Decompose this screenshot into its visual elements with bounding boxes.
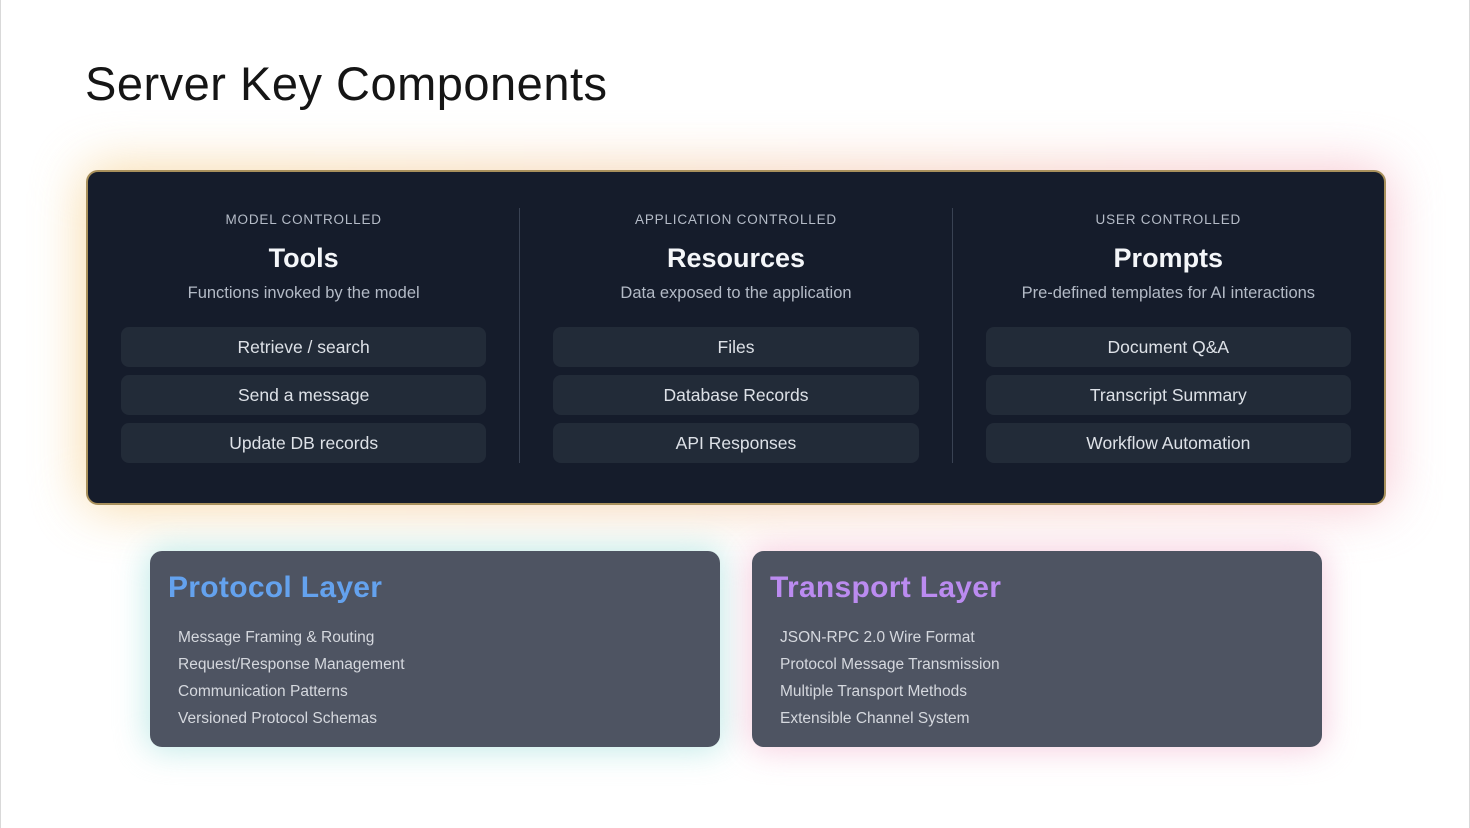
transport-layer-card-body: Transport Layer JSON-RPC 2.0 Wire Format…	[752, 551, 1322, 747]
resources-item-api-responses: API Responses	[553, 423, 919, 463]
column-prompts-label: USER CONTROLLED	[1095, 212, 1242, 227]
resources-item-files: Files	[553, 327, 919, 367]
tools-item-send-message: Send a message	[121, 375, 487, 415]
transport-layer-list: JSON-RPC 2.0 Wire Format Protocol Messag…	[770, 624, 1294, 732]
column-tools-heading: Tools	[268, 243, 339, 273]
protocol-item-versioned-schemas: Versioned Protocol Schemas	[178, 710, 378, 727]
column-prompts-items: Document Q&A Transcript Summary Workflow…	[953, 327, 1384, 463]
protocol-layer-list: Message Framing & Routing Request/Respon…	[168, 624, 692, 732]
transport-item-jsonrpc-wire-format: JSON-RPC 2.0 Wire Format	[780, 629, 975, 646]
column-resources-heading: Resources	[666, 243, 806, 273]
prompts-item-document-qa: Document Q&A	[985, 327, 1351, 367]
protocol-item-message-framing: Message Framing & Routing	[178, 629, 375, 646]
column-tools-label: MODEL CONTROLLED	[225, 212, 382, 227]
protocol-item-communication-patterns: Communication Patterns	[178, 683, 348, 700]
prompts-item-workflow-automation: Workflow Automation	[985, 423, 1351, 463]
column-prompts-subtitle: Pre-defined templates for AI interaction…	[1021, 284, 1316, 302]
prompts-item-transcript-summary: Transcript Summary	[985, 375, 1351, 415]
transport-layer-card: Transport Layer JSON-RPC 2.0 Wire Format…	[752, 551, 1322, 747]
column-resources: APPLICATION CONTROLLED Resources Data ex…	[519, 208, 951, 463]
column-resources-label: APPLICATION CONTROLLED	[635, 212, 837, 227]
resources-item-database-records: Database Records	[553, 375, 919, 415]
protocol-layer-title: Protocol Layer	[168, 571, 383, 604]
column-prompts-heading: Prompts	[1113, 243, 1224, 273]
transport-item-message-transmission: Protocol Message Transmission	[780, 656, 1000, 673]
protocol-item-request-response: Request/Response Management	[178, 656, 405, 673]
protocol-layer-card: Protocol Layer Message Framing & Routing…	[150, 551, 720, 747]
column-tools: MODEL CONTROLLED Tools Functions invoked…	[88, 208, 519, 463]
transport-item-extensible-channels: Extensible Channel System	[780, 710, 970, 727]
column-resources-subtitle: Data exposed to the application	[620, 284, 852, 302]
column-tools-items: Retrieve / search Send a message Update …	[88, 327, 519, 463]
page-title: Server Key Components	[85, 57, 608, 110]
transport-layer-title: Transport Layer	[770, 571, 1002, 604]
transport-item-multiple-transports: Multiple Transport Methods	[780, 683, 967, 700]
protocol-layer-card-body: Protocol Layer Message Framing & Routing…	[150, 551, 720, 747]
column-tools-subtitle: Functions invoked by the model	[187, 284, 420, 302]
tools-item-retrieve-search: Retrieve / search	[121, 327, 487, 367]
tools-item-update-db: Update DB records	[121, 423, 487, 463]
server-components-panel-body: MODEL CONTROLLED Tools Functions invoked…	[86, 170, 1386, 505]
server-components-panel: MODEL CONTROLLED Tools Functions invoked…	[86, 170, 1386, 505]
column-prompts: USER CONTROLLED Prompts Pre-defined temp…	[951, 208, 1384, 463]
column-resources-items: Files Database Records API Responses	[520, 327, 951, 463]
